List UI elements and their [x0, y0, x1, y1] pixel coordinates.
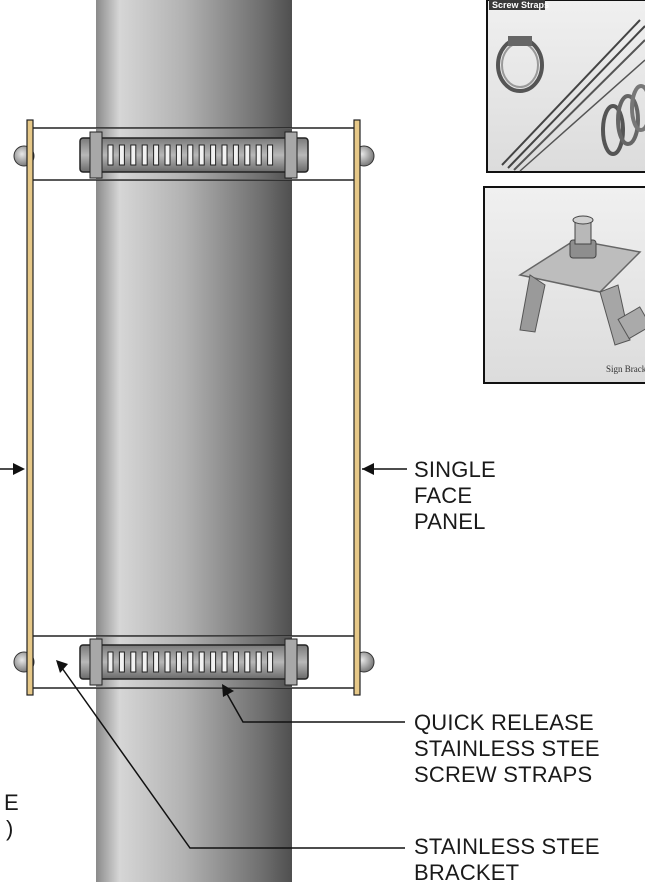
quick-release-line-3: SCREW STRAPS: [414, 762, 593, 787]
strap-slot: [130, 144, 137, 166]
right-panel-edge: [353, 119, 361, 696]
strap-slot: [221, 144, 228, 166]
strap-slot: [153, 144, 160, 166]
arrow-strap: [222, 684, 234, 697]
strap-slot: [221, 651, 228, 673]
strap-slot: [267, 144, 274, 166]
bracket-photo-logo: Sign Bracket: [606, 364, 645, 374]
strap-slot: [255, 144, 262, 166]
arrowheads: [13, 463, 374, 697]
left-partial-line-1: E: [4, 790, 19, 815]
single-face-panel-label: SINGLE FACE PANEL: [414, 457, 496, 535]
bottom-strap: [79, 638, 309, 686]
strap-slot: [267, 651, 274, 673]
strap-slot: [164, 144, 171, 166]
strap-slot: [210, 144, 217, 166]
strap-slot: [198, 651, 205, 673]
screw-straps-photo: Screw Straps: [486, 0, 645, 173]
strap-slot: [141, 144, 148, 166]
single-face-panel-line-3: PANEL: [414, 509, 486, 534]
arrow-bracket: [56, 660, 68, 673]
single-face-panel-line-2: FACE: [414, 483, 473, 508]
strap-slot: [187, 144, 194, 166]
quick-release-line-2: STAINLESS STEE: [414, 736, 600, 761]
strap-slot: [232, 144, 239, 166]
strap-slot: [244, 651, 251, 673]
strap-slot: [187, 651, 194, 673]
strap-slot: [118, 651, 125, 673]
bracket-photo: Sign Bracket: [483, 186, 645, 384]
strap-slot: [107, 144, 114, 166]
strap-slot: [130, 651, 137, 673]
arrow-single-face-panel: [362, 463, 374, 475]
straps-photo-caption: Screw Straps: [492, 0, 549, 10]
strap-slot: [210, 651, 217, 673]
quick-release-straps-label: QUICK RELEASE STAINLESS STEE SCREW STRAP…: [414, 710, 600, 788]
left-panel-edge: [26, 119, 34, 696]
left-partial-line-2: ): [6, 816, 14, 841]
arrow-left-panel: [13, 463, 25, 475]
strap-slot: [141, 651, 148, 673]
top-strap: [79, 131, 309, 179]
strap-slot: [232, 651, 239, 673]
strap-slot: [118, 144, 125, 166]
stainless-bracket-line-2: BRACKET: [414, 860, 520, 885]
strap-slot: [153, 651, 160, 673]
strap-slot: [107, 651, 114, 673]
quick-release-line-1: QUICK RELEASE: [414, 710, 594, 735]
stainless-bracket-label: STAINLESS STEE BRACKET: [414, 834, 600, 886]
stainless-bracket-line-1: STAINLESS STEE: [414, 834, 600, 859]
strap-slot: [175, 651, 182, 673]
single-face-panel-line-1: SINGLE: [414, 457, 496, 482]
strap-slot: [244, 144, 251, 166]
strap-slot: [255, 651, 262, 673]
strap-slot: [198, 144, 205, 166]
strap-slot: [175, 144, 182, 166]
strap-slot: [164, 651, 171, 673]
left-partial-label: E ): [4, 790, 19, 842]
